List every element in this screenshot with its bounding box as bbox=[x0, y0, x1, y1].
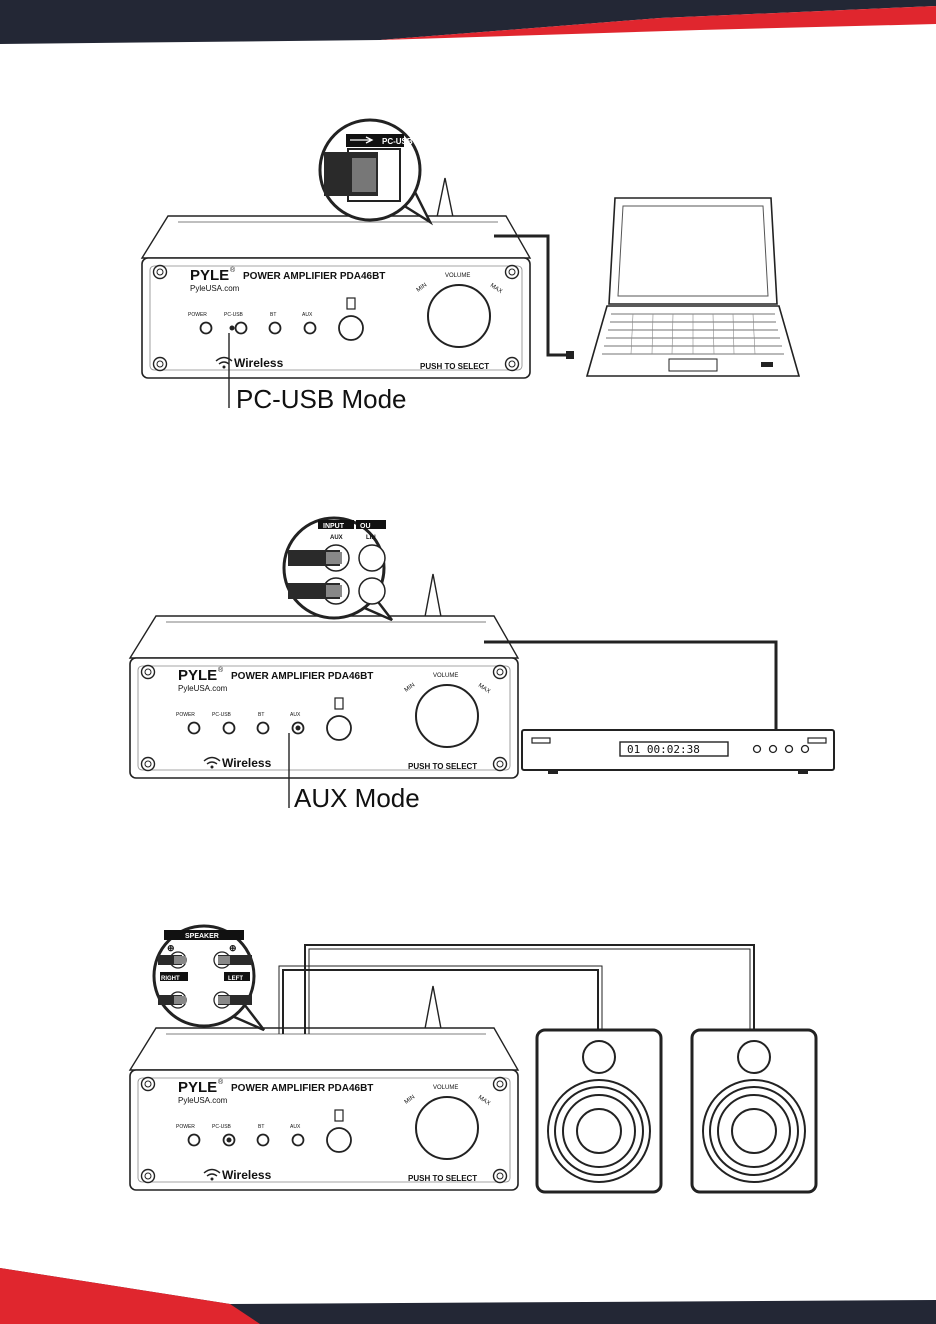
zoom-left-label: LEFT bbox=[228, 976, 243, 982]
volume-min-label: MIN bbox=[404, 1094, 416, 1105]
mode-label-pc-usb: PC-USB Mode bbox=[236, 384, 407, 414]
section-pc-usb: PYLE ® POWER AMPLIFIER PDA46BT PyleUSA.c… bbox=[141, 118, 800, 414]
push-to-select-label: PUSH TO SELECT bbox=[420, 362, 489, 371]
brand-logo: PYLE bbox=[178, 1079, 217, 1096]
jack-label-power: POWER bbox=[176, 1124, 195, 1130]
brand-logo: PYLE bbox=[190, 267, 229, 284]
volume-min-label: MIN bbox=[404, 682, 416, 693]
antenna bbox=[423, 985, 443, 1035]
pc-usb-jack bbox=[226, 1137, 232, 1143]
volume-label: VOLUME bbox=[445, 273, 470, 279]
section-aux: PYLE ® POWER AMPLIFIER PDA46BT PyleUSA.c… bbox=[129, 516, 835, 813]
amplifier bbox=[129, 615, 519, 779]
model-label: POWER AMPLIFIER PDA46BT bbox=[231, 671, 373, 682]
jack-label-power: POWER bbox=[188, 312, 207, 318]
zoom-right-label: RIGHT bbox=[161, 976, 180, 982]
volume-label: VOLUME bbox=[433, 673, 458, 679]
pc-usb-jack-active bbox=[229, 325, 235, 331]
laptop bbox=[586, 197, 800, 377]
volume-min-label: MIN bbox=[416, 282, 428, 293]
speaker-cable-right bbox=[282, 969, 599, 1034]
zoom-bubble-aux: INPUT OU AUX LIN bbox=[282, 516, 393, 622]
amplifier bbox=[129, 1027, 519, 1191]
website-label: PyleUSA.com bbox=[178, 684, 228, 693]
wireless-label: Wireless bbox=[222, 1168, 272, 1182]
aux-jack-active bbox=[295, 725, 301, 731]
website-label: PyleUSA.com bbox=[190, 284, 240, 293]
reg-mark: ® bbox=[218, 666, 224, 674]
wireless-label: Wireless bbox=[222, 756, 272, 770]
reg-mark: ® bbox=[230, 266, 236, 274]
amplifier bbox=[141, 215, 531, 379]
website-label: PyleUSA.com bbox=[178, 1096, 228, 1105]
jack-label-aux: AUX bbox=[302, 312, 313, 318]
jack-label-bt: BT bbox=[258, 1124, 264, 1130]
wireless-label: Wireless bbox=[234, 356, 284, 370]
zoom-aux-label: AUX bbox=[330, 535, 343, 541]
section-speakers: PYLE ® POWER AMPLIFIER PDA46BT PyleUSA.c… bbox=[129, 924, 818, 1194]
amp-labels: PYLE ® POWER AMPLIFIER PDA46BT PyleUSA.c… bbox=[176, 1078, 491, 1183]
reg-mark: ® bbox=[218, 1078, 224, 1086]
speaker-cable-right-outer bbox=[278, 965, 603, 1034]
model-label: POWER AMPLIFIER PDA46BT bbox=[243, 271, 385, 282]
bottom-banner bbox=[0, 1268, 936, 1324]
zoom-bubble-speaker: SPEAKER ⊕ ⊕ RIGHT LEFT bbox=[152, 924, 265, 1032]
aux-cable bbox=[484, 640, 778, 730]
push-to-select-label: PUSH TO SELECT bbox=[408, 1174, 477, 1183]
speaker-right bbox=[535, 1028, 663, 1194]
jack-label-aux: AUX bbox=[290, 1124, 301, 1130]
mode-label-aux: AUX Mode bbox=[294, 783, 420, 813]
antenna bbox=[423, 573, 443, 623]
model-label: POWER AMPLIFIER PDA46BT bbox=[231, 1083, 373, 1094]
jack-label-bt: BT bbox=[258, 712, 264, 718]
jack-label-aux: AUX bbox=[290, 712, 301, 718]
zoom-line-label: LIN bbox=[366, 535, 376, 541]
jack-label-pc-usb: PC-USB bbox=[212, 712, 232, 718]
jack-label-pc-usb: PC-USB bbox=[224, 312, 244, 318]
jack-label-power: POWER bbox=[176, 712, 195, 718]
push-to-select-label: PUSH TO SELECT bbox=[408, 762, 477, 771]
top-banner bbox=[0, 0, 936, 44]
usb-cable bbox=[494, 234, 572, 357]
amp-labels: PYLE ® POWER AMPLIFIER PDA46BT PyleUSA.c… bbox=[176, 666, 491, 771]
jack-label-pc-usb: PC-USB bbox=[212, 1124, 232, 1130]
speaker-cable-left-inner bbox=[308, 948, 751, 1034]
zoom-input-label: INPUT bbox=[323, 523, 345, 530]
zoom-output-label: OU bbox=[360, 523, 371, 530]
plus-icon: ⊕ bbox=[167, 943, 175, 953]
plus-icon: ⊕ bbox=[229, 943, 237, 953]
speaker-left bbox=[690, 1028, 818, 1194]
zoom-speaker-label: SPEAKER bbox=[185, 933, 219, 940]
zoom-pc-usb-label: PC-USB bbox=[382, 137, 413, 146]
zoom-bubble-pc-usb: PC-USB bbox=[318, 118, 434, 226]
brand-logo: PYLE bbox=[178, 667, 217, 684]
jack-label-bt: BT bbox=[270, 312, 276, 318]
media-player: 01 00:02:38 bbox=[521, 729, 835, 774]
usb-icon bbox=[350, 136, 374, 144]
volume-label: VOLUME bbox=[433, 1085, 458, 1091]
player-display: 01 00:02:38 bbox=[627, 743, 700, 756]
speaker-cable-left bbox=[304, 944, 755, 1034]
